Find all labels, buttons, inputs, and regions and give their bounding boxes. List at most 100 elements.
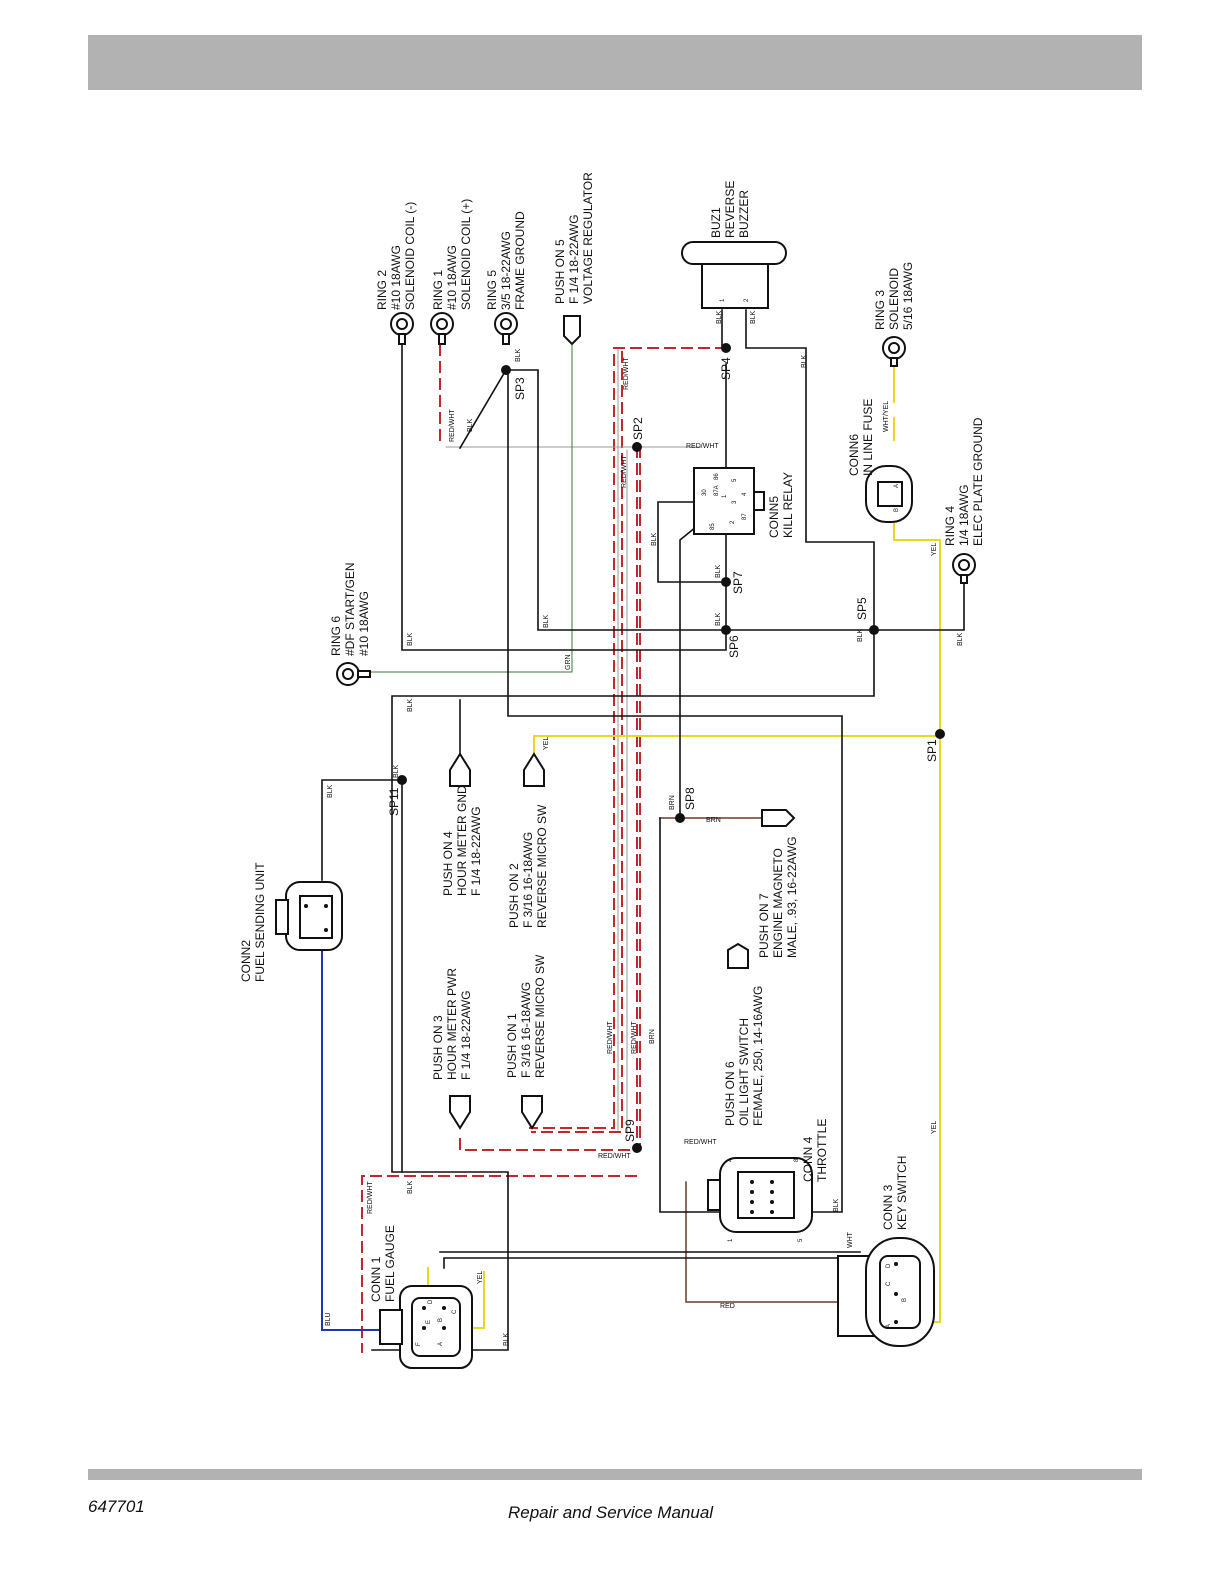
wire-label: BRN xyxy=(649,1029,656,1044)
splice-labels: SP1 SP2 SP3 SP4 SP5 SP6 SP7 SP8 SP9 SP11 xyxy=(387,357,939,1142)
ring4-label: RING 41/4 18AWGELEC PLATE GROUND xyxy=(943,417,985,546)
sp2-dot xyxy=(632,442,642,452)
wire-label: WHT/YEL xyxy=(883,401,890,432)
green-wire xyxy=(369,341,573,673)
key-pin-label: D xyxy=(886,1263,892,1268)
push1-terminal-icon xyxy=(521,1095,543,1130)
ring5-label: RING 53/5 18-22AWGFRAME GROUND xyxy=(485,211,527,310)
header-bar xyxy=(88,35,1142,90)
conn2-label: CONN2FUEL SENDING UNIT xyxy=(239,862,267,982)
sp7-label: SP7 xyxy=(731,571,745,594)
wire-label: BLK xyxy=(750,310,757,324)
wire-label: BLU xyxy=(325,1312,332,1326)
wire-label: RED/WHT xyxy=(621,455,628,488)
wire-label: BLK xyxy=(715,612,722,626)
wire-labels: BLK BLK BLK RED/WHT BLK RED/WHT BLK RED/… xyxy=(325,310,964,1346)
ring5-terminal-icon xyxy=(494,312,518,345)
wire-label: YEL xyxy=(543,737,550,750)
ring6-terminal-icon xyxy=(336,662,371,686)
wire-label: BLK xyxy=(467,418,474,432)
wire-label: BRN xyxy=(706,817,721,824)
gauge-pin-label: C xyxy=(452,1309,458,1314)
sp8-dot xyxy=(675,813,685,823)
key-pin-label: A xyxy=(886,1324,892,1328)
push3-terminal-icon xyxy=(449,1095,471,1130)
throttle-pin-label: 1 xyxy=(728,1238,734,1242)
red-white-wires xyxy=(361,344,727,1353)
key-switch-housing-icon xyxy=(837,1237,935,1347)
relay-pin-label: 86 xyxy=(714,473,720,480)
connector-shapes xyxy=(275,241,976,1369)
key-pin-label: C xyxy=(886,1281,892,1286)
sp11-label: SP11 xyxy=(387,787,401,816)
push7-terminal-icon xyxy=(761,809,796,827)
buzzer-pin-label: 1 xyxy=(720,298,726,302)
sp8-label: SP8 xyxy=(683,787,697,810)
fuse-pin-label: A xyxy=(894,484,900,488)
push2-label: PUSH ON 2F 3/16 16-18AWGREVERSE MICRO SW xyxy=(507,804,549,928)
ring4-terminal-icon xyxy=(952,553,976,584)
relay-pin-label: 85 xyxy=(710,523,716,530)
buz1-label: BUZ1REVERSEBUZZER xyxy=(709,181,751,238)
splice-points xyxy=(397,343,945,1153)
push5-label: PUSH ON 5F 1/4 18-22AWGVOLTAGE REGULATOR xyxy=(553,172,595,304)
wire-label: RED/WHT xyxy=(449,409,456,442)
component-labels: RING 2#10 18AWGSOLENOID COIL (-) RING 1#… xyxy=(239,172,985,1302)
push4-terminal-icon xyxy=(449,752,471,787)
conn1-label: CONN 1FUEL GAUGE xyxy=(369,1225,397,1302)
push6-label: PUSH ON 6OIL LIGHT SWITCHFEMALE, 250, 14… xyxy=(723,986,765,1126)
sp1-dot xyxy=(935,729,945,739)
wire-label: RED/WHT xyxy=(623,357,630,390)
wire-label: BLK xyxy=(407,1180,414,1194)
push7-label: PUSH ON 7ENGINE MAGNETOMALE, .93, 16-22A… xyxy=(757,836,799,958)
fuse-housing-icon xyxy=(865,465,913,523)
throttle-pin-label: 4 xyxy=(728,1158,734,1162)
ring1-terminal-icon xyxy=(430,312,454,345)
sp6-dot xyxy=(721,625,731,635)
wire-label: YEL xyxy=(477,1271,484,1284)
relay-pin-label: 5 xyxy=(732,478,738,482)
sp9-label: SP9 xyxy=(623,1119,637,1142)
wire-label: RED/WHT xyxy=(631,1021,638,1054)
wire-label: RED xyxy=(720,1303,735,1310)
wire-label: RED/WHT xyxy=(598,1153,631,1160)
relay-pin-label: 2 xyxy=(730,520,736,524)
gauge-pin-label: A xyxy=(438,1342,444,1346)
sp1-label: SP1 xyxy=(925,739,939,762)
gauge-pin-label: D xyxy=(428,1299,434,1304)
push3-label: PUSH ON 3HOUR METER PWRF 1/4 18-22AWG xyxy=(431,968,473,1080)
sp5-dot xyxy=(869,625,879,635)
wire-label: BLK xyxy=(716,310,723,324)
sp11-dot xyxy=(397,775,407,785)
wire-label: YEL xyxy=(931,543,938,556)
wire-label: RED/WHT xyxy=(684,1139,717,1146)
wire-label: BLK xyxy=(833,1198,840,1212)
sp2-label: SP2 xyxy=(631,417,645,440)
wire-label: RED/WHT xyxy=(367,1181,374,1214)
footer-bar xyxy=(88,1469,1142,1480)
wire-label: BLK xyxy=(857,628,864,642)
wire-label: BLK xyxy=(957,632,964,646)
gray-parallel-wires xyxy=(445,349,701,1135)
relay-pin-label: 87A xyxy=(714,485,720,496)
pin-dots xyxy=(304,904,898,1330)
wire-label: YEL xyxy=(931,1121,938,1134)
throttle-pin-label: 8 xyxy=(794,1158,800,1162)
relay-pin-label: 3 xyxy=(732,500,738,504)
push2-terminal-icon xyxy=(523,752,545,787)
sp6-label: SP6 xyxy=(727,635,741,658)
push4-label: PUSH ON 4HOUR METER GNDF 1/4 18-22AWG xyxy=(441,785,483,896)
conn6-label: CONN6IN LINE FUSE xyxy=(847,399,875,476)
wire-label: GRN xyxy=(565,654,572,670)
throttle-pin-label: 5 xyxy=(798,1238,804,1242)
push6-terminal-icon xyxy=(727,942,749,969)
conn5-label: CONN5KILL RELAY xyxy=(767,472,795,538)
wire-label: BLK xyxy=(715,564,722,578)
sp7-dot xyxy=(721,577,731,587)
wire-label: BLK xyxy=(503,1332,510,1346)
wire-label: BLK xyxy=(407,632,414,646)
key-pin-label: B xyxy=(902,1298,908,1302)
wire-label: BLK xyxy=(393,764,400,778)
fuse-pin-label: B xyxy=(894,508,900,512)
